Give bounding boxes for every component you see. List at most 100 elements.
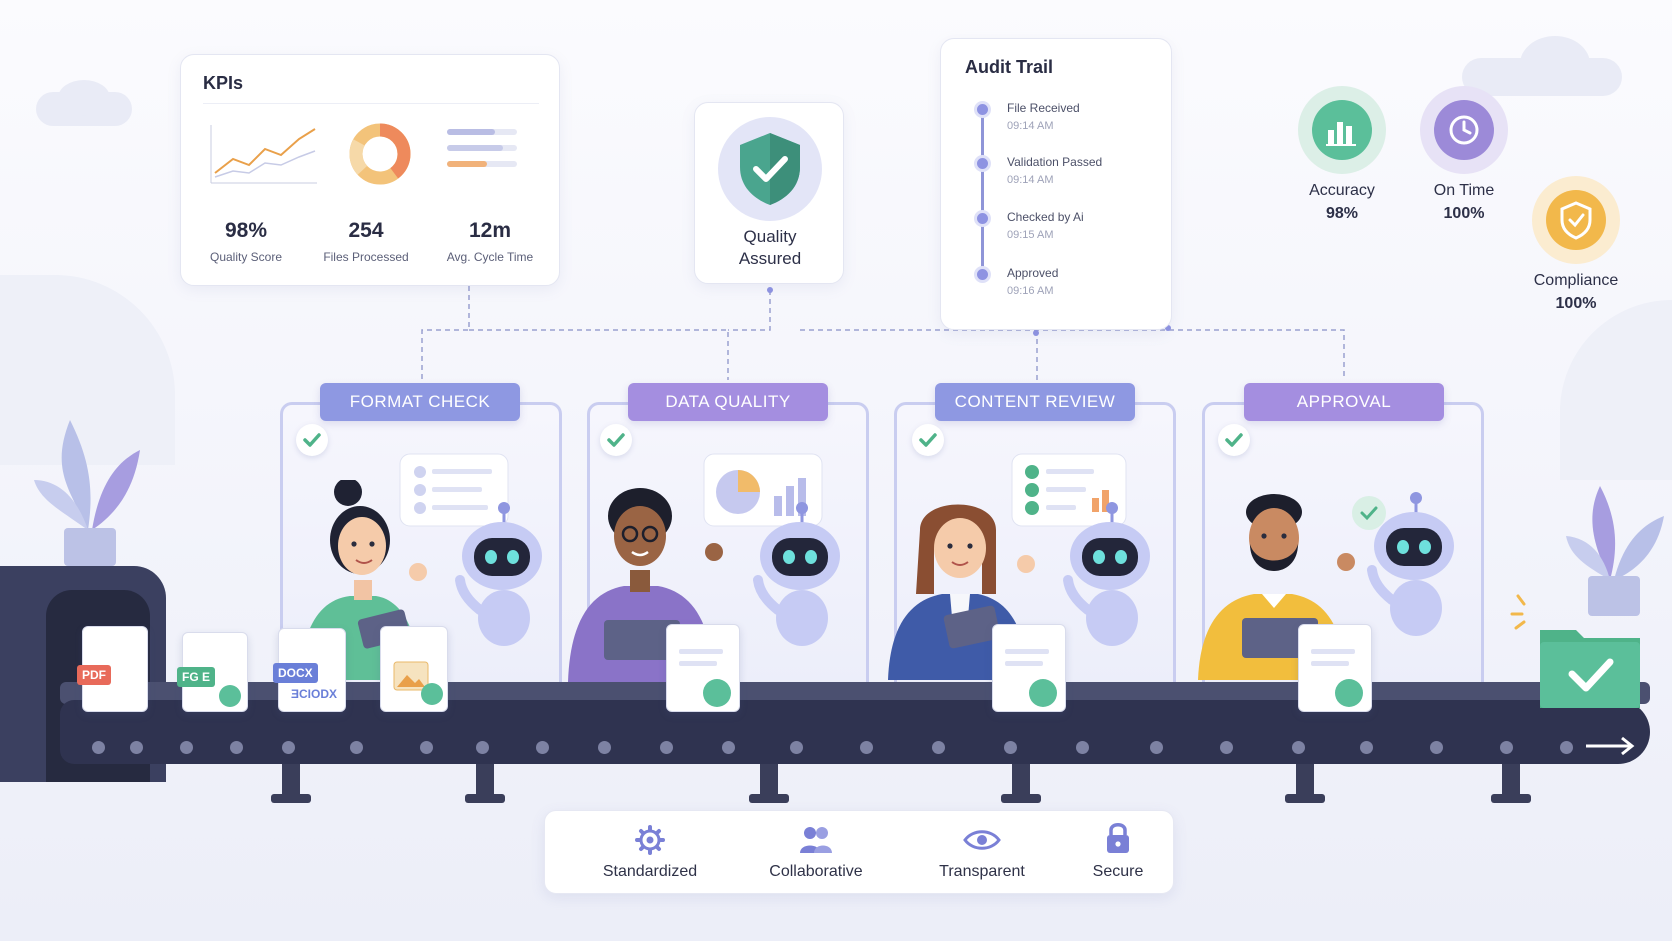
docx-file-icon: DOCX ƎCIODX [273,628,346,712]
doc-line [1005,661,1043,666]
sparkle-decoration [1510,594,1526,630]
arrow-right-icon [1586,736,1635,756]
roller [130,741,143,754]
audit-time: 09:16 AM [1007,285,1054,297]
image-file-icon [380,626,448,712]
robot-assistant-3 [1063,502,1150,646]
roller [1150,741,1163,754]
check-icon [1218,424,1250,456]
donut-chart-icon [349,123,411,185]
check-icon [703,679,731,707]
kpi-title: KPIs [203,73,244,93]
roller [536,741,549,754]
kpi-value: 12m [468,219,512,242]
conveyor-foot [749,794,789,803]
line-chart-icon [210,125,317,184]
plant-decoration [34,420,140,566]
metric-value: 100% [1555,295,1597,312]
roller [1430,741,1443,754]
roller [282,741,295,754]
doc-line [1311,661,1349,666]
xls-badge: FG E [177,667,216,687]
metric-label: On Time [1433,182,1495,199]
roller [1076,741,1089,754]
on-time-badge [1420,86,1508,174]
metric-value: 100% [1443,205,1485,222]
value-standardized: Standardized [575,819,725,889]
shield-icon [1560,201,1592,240]
conveyor-leg [282,764,300,798]
value-collaborative: Collaborative [741,819,891,889]
document-checked-icon [666,624,740,712]
cloud-decoration [1520,36,1590,92]
kpi-card: KPIs 98% Quality Score 254 Files Process… [180,54,560,286]
check-icon [219,685,241,707]
conveyor-foot [271,794,311,803]
roller [476,741,489,754]
check-icon [1335,679,1363,707]
roller [860,741,873,754]
metric-label: Compliance [1533,272,1619,289]
value-label: Collaborative [769,863,863,880]
stage-label: APPROVAL [1244,383,1444,421]
lock-icon [1107,823,1129,853]
metric-label: Accuracy [1309,182,1375,199]
docx-badge-mirror: ƎCIODX [291,687,338,701]
divider [203,103,539,104]
shield-check-icon [740,133,800,205]
conveyor-foot [1285,794,1325,803]
spreadsheet-file-icon: FG E [177,632,248,712]
timeline-dot [974,266,991,283]
audit-event: Approved [1007,266,1059,280]
review-bubble-icon [1011,453,1127,527]
metric-value: 98% [1325,205,1359,222]
conveyor-foot [1001,794,1041,803]
audit-event: Checked by Ai [1007,210,1084,224]
roller [92,741,105,754]
check-icon [421,683,443,705]
compliance-badge [1532,176,1620,264]
check-icon [1352,496,1386,530]
timeline-dot [974,155,991,172]
plant-decoration [1566,486,1664,616]
document-checked-icon [1298,624,1372,712]
pie-chart-bubble-icon [703,453,823,527]
robot-assistant-4 [1367,492,1454,636]
audit-trail-card: Audit Trail File Received 09:14 AM Valid… [940,38,1172,330]
check-icon [912,424,944,456]
check-icon [296,424,328,456]
checklist-bubble-icon [399,453,509,527]
roller [350,741,363,754]
bar-list-icon [447,129,517,167]
accuracy-badge [1298,86,1386,174]
timeline-line [981,105,984,275]
clock-icon [1449,115,1479,145]
audit-time: 09:15 AM [1007,229,1054,241]
roller [180,741,193,754]
conveyor-top [60,682,1650,704]
roller [1004,741,1017,754]
compliance-badge-inner [1546,190,1606,250]
value-label: Secure [1092,863,1144,880]
conveyor-foot [1491,794,1531,803]
roller [932,741,945,754]
stage-label: FORMAT CHECK [320,383,520,421]
value-secure: Secure [1043,819,1193,889]
kpi-label: Quality Score [209,250,283,264]
eye-icon [963,830,1001,850]
conveyor-leg [476,764,494,798]
roller [1220,741,1233,754]
doc-line [679,649,723,654]
roller [1560,741,1573,754]
roller [1360,741,1373,754]
audit-event: Validation Passed [1007,155,1103,169]
timeline-dot [974,101,991,118]
quality-label: Quality [743,227,797,246]
cloud-decoration [58,80,110,116]
robot-assistant-2 [753,502,840,646]
audit-time: 09:14 AM [1007,174,1054,186]
check-icon [600,424,632,456]
stage-label: CONTENT REVIEW [935,383,1135,421]
people-icon [800,827,832,853]
check-icon [1029,679,1057,707]
